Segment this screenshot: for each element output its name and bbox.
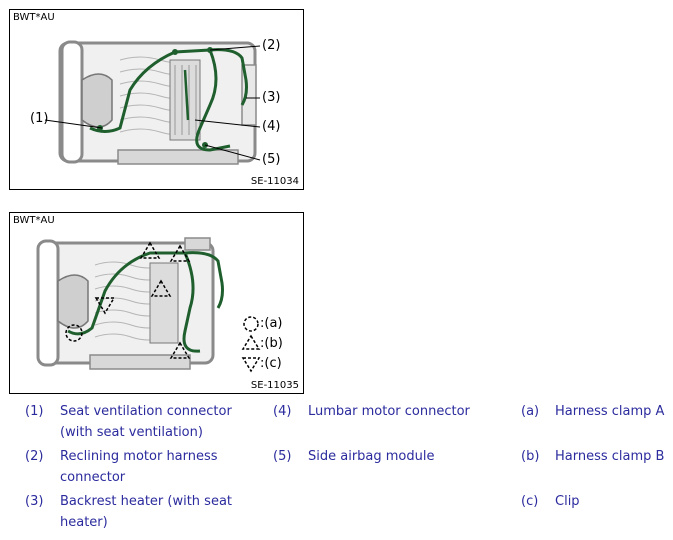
legend-number: (2) bbox=[25, 449, 44, 464]
figure-harness-routing: BWT*AU (1) (2) bbox=[9, 9, 304, 190]
legend-symbol-b: :(b) bbox=[260, 336, 283, 351]
legend-text: Lumbar motor connector bbox=[308, 404, 470, 419]
figure-id: SE-11035 bbox=[250, 380, 299, 391]
legend-symbol-a: :(a) bbox=[260, 316, 283, 331]
legend-number: (5) bbox=[273, 449, 292, 464]
callout-4: (4) bbox=[262, 119, 281, 134]
legend-text: Harness clamp B bbox=[555, 449, 665, 464]
legend-number: (1) bbox=[25, 404, 44, 419]
callout-3: (3) bbox=[262, 90, 281, 105]
callout-1: (1) bbox=[30, 111, 49, 126]
legend-text: Harness clamp A bbox=[555, 404, 665, 419]
figure-id: SE-11034 bbox=[250, 176, 299, 187]
legend-number: (b) bbox=[521, 449, 540, 464]
legend-text: Seat ventilation connector(with seat ven… bbox=[60, 404, 232, 440]
legend-text: Clip bbox=[555, 494, 580, 509]
figure-tag: BWT*AU bbox=[13, 215, 55, 226]
legend-number: (3) bbox=[25, 494, 44, 509]
callout-5: (5) bbox=[262, 152, 281, 167]
callout-2: (2) bbox=[262, 38, 281, 53]
legend-number: (a) bbox=[521, 404, 540, 419]
figure-tag: BWT*AU bbox=[13, 12, 55, 23]
figure-clamp-locations: BWT*AU :(a) :(b) :(c) SE- bbox=[9, 212, 304, 394]
legend-symbol-c: :(c) bbox=[260, 356, 282, 371]
legend-number: (c) bbox=[521, 494, 539, 509]
legend-text: Side airbag module bbox=[308, 449, 435, 464]
legend-number: (4) bbox=[273, 404, 292, 419]
seat-frame-clamp-illustration bbox=[36, 237, 261, 373]
seat-frame-illustration bbox=[44, 40, 261, 165]
